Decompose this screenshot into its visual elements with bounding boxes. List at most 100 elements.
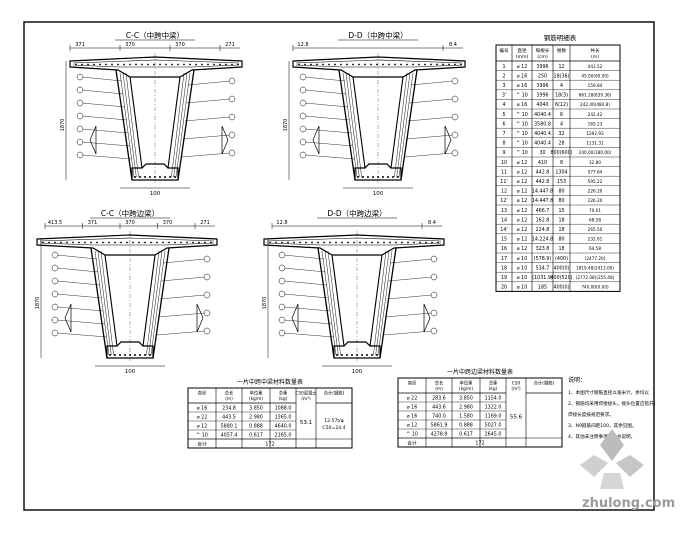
table-cell: 4 [560,83,563,89]
table-header-cell: (m) [591,54,599,60]
rebar-dot [335,241,337,244]
rebar-dot [352,63,354,66]
rebar-dot [153,63,155,66]
leader-line [162,258,206,264]
table-cell: 18(3) [555,93,568,99]
callout-circle [278,303,286,311]
qty-header-cell: 总长 [435,380,444,387]
table-header-cell: (mm) [516,54,529,60]
table-cell: 16 [501,246,507,252]
table-cell: (2477.20) [585,256,606,261]
rebar-dot [149,354,151,356]
rebar-dot [189,63,191,66]
web-rebar [394,72,408,178]
web-left-inner [331,254,345,347]
qty-cell: 1088.0 [275,406,292,412]
qty-header-cell: 合计(钢筋) [324,390,345,397]
callout-circle [203,255,211,263]
dimension-label: 12.8 [297,42,308,48]
rebar-dot [424,63,426,66]
qty-footer-value: 172 [265,442,274,448]
web-right-inner [142,254,156,347]
leader-line [283,332,334,338]
qty-footer-label: 合计 [197,441,207,448]
material-qty-table-edge: 一片中跨边梁材料数量表直径总长(m)单位重(kg/m)总重(kg)C50(m³)… [397,368,563,448]
rebar-dot [139,176,141,178]
qty-header-cell: 合计(钢筋) [534,380,555,387]
callout-circle [76,151,84,159]
rebar-dot [389,241,391,244]
table-cell: ⌀ 12 [517,198,528,204]
table-cell: 4040 [536,102,548,108]
leader-line [406,134,454,140]
qty-cell: ⌀ 22 [407,396,418,402]
callout-circle [228,113,236,121]
table-cell: 12 [558,64,564,70]
leader-line [56,254,98,260]
qty-cell: ⌀ 12 [407,423,418,429]
callout-circle [76,125,84,133]
rebar-dot [311,241,313,244]
rebar-dot [117,63,119,66]
rebar-dot [336,354,338,356]
rebar-dot [119,354,121,356]
rebar-dot [341,241,343,244]
rebar-dot [392,176,394,178]
rebar-dot [164,176,166,178]
table-cell: (1031.9) [532,275,553,281]
qty-cell: 4057.4 [221,433,238,439]
web-rebar [327,250,341,356]
qty-cell: 0.888 [249,424,263,430]
table-cell: ^ 10 [516,93,528,99]
web-rebar [373,250,387,356]
rebar-dot [78,241,80,244]
rebar-dot [180,241,182,244]
rebar-dot [366,354,368,356]
leader-line [181,152,231,158]
rebar-dot [341,354,343,356]
web-left-inner [352,76,366,169]
callout-circle [228,149,236,157]
callout-circle [76,99,84,107]
table-cell: 5 [502,112,505,118]
rebar-dot [436,63,438,66]
qty-cell: 2.980 [459,405,473,411]
rebar-dot [407,241,409,244]
rebar-dot [96,241,98,244]
callout-circle [51,316,59,324]
rebar-dot [72,241,74,244]
leader-line [81,154,132,160]
rebar-dot [371,241,373,244]
dimension-label: 12.8 [276,220,287,226]
qty-cell: ^ 10 [406,432,418,438]
rebar-dot [376,354,378,356]
web-rebar [100,250,114,356]
web-right-outer [379,247,397,359]
table-cell: ⌀ 10 [517,285,528,291]
rebar-dot [395,241,397,244]
table-cell: 18 [501,265,507,271]
section-title: C-C（中跨中梁） [126,30,184,40]
drawing-frame [23,21,655,511]
leader-line [56,267,99,273]
table-cell: 13 [501,208,507,214]
leader-line [283,267,326,273]
table-cell: 18 [558,246,564,252]
rebar-dot [361,354,363,356]
rebar-dot [359,241,361,244]
callout-circle [278,277,286,285]
callout-circle [203,327,211,335]
table-cell: ⌀ 10 [517,256,528,262]
qty-footer-label: 合计 [407,440,417,447]
table-cell: 12 [501,189,507,195]
notes-line: 焊接长度按规范要求。 [568,411,614,418]
table-cell: 7 [502,131,505,137]
rebar-dot [108,241,110,244]
rebar-dot [269,241,271,244]
watermark-logo [580,429,644,489]
leader-line [283,306,331,312]
rebar-dot [144,354,146,356]
table-border [495,44,621,292]
callout-circle [451,77,459,85]
